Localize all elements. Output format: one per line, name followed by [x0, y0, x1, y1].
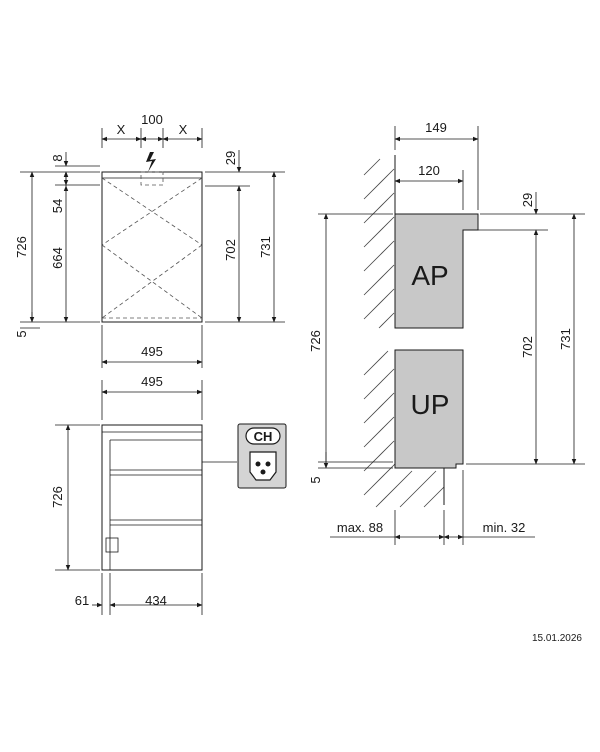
up-cabinet	[394, 349, 464, 469]
section-view: AP UP 149 120 726 5 29 702 731	[308, 120, 585, 545]
front-view: X 100 X 8 54 664 726 5 29 702 731	[14, 112, 285, 368]
front-dim-right-mid: 702	[223, 239, 238, 261]
front-cabinet-outline	[101, 171, 203, 323]
side-dim-left: 61	[75, 593, 89, 608]
side-view: 495 726 61 434	[50, 374, 237, 615]
front-dim-center: 100	[141, 112, 163, 127]
front-dim-top-offset: 8	[50, 154, 65, 161]
section-dim-min: min. 32	[483, 520, 526, 535]
lightning-icon	[146, 152, 156, 172]
section-dim-inner: 120	[418, 163, 440, 178]
side-dim-inner-width: 434	[145, 593, 167, 608]
section-dim-left-total: 726	[308, 330, 323, 352]
up-label: UP	[411, 389, 450, 420]
wall-hatch	[363, 158, 445, 508]
side-dim-height: 726	[50, 486, 65, 508]
section-dim-right-total: 731	[558, 328, 573, 350]
ap-cabinet	[394, 213, 479, 329]
front-dim-box-height: 54	[50, 199, 65, 213]
connection-box	[140, 171, 164, 186]
front-dashed-pattern	[101, 177, 203, 319]
front-dim-right-top: 29	[223, 151, 238, 165]
section-dim-left-bottom: 5	[308, 476, 323, 483]
front-dim-inner-height: 664	[50, 247, 65, 269]
side-socket-box	[105, 537, 119, 553]
socket-label: CH	[254, 429, 273, 444]
front-dim-width: 495	[141, 344, 163, 359]
ch-socket: CH	[237, 423, 287, 489]
side-dim-width: 495	[141, 374, 163, 389]
front-dim-total-height: 726	[14, 236, 29, 258]
front-dim-right-total: 731	[258, 236, 273, 258]
side-cabinet-outline	[101, 424, 203, 571]
front-dim-x-right: X	[179, 122, 188, 137]
section-dim-top: 149	[425, 120, 447, 135]
socket-outlet-icon	[249, 451, 277, 481]
front-dim-bottom-offset: 5	[14, 330, 29, 337]
section-dim-right-top: 29	[520, 193, 535, 207]
ap-label: AP	[411, 260, 448, 291]
footer-date: 15.01.2026	[532, 633, 582, 644]
section-dim-right-mid: 702	[520, 336, 535, 358]
section-dim-max: max. 88	[337, 520, 383, 535]
front-dim-x-left: X	[117, 122, 126, 137]
